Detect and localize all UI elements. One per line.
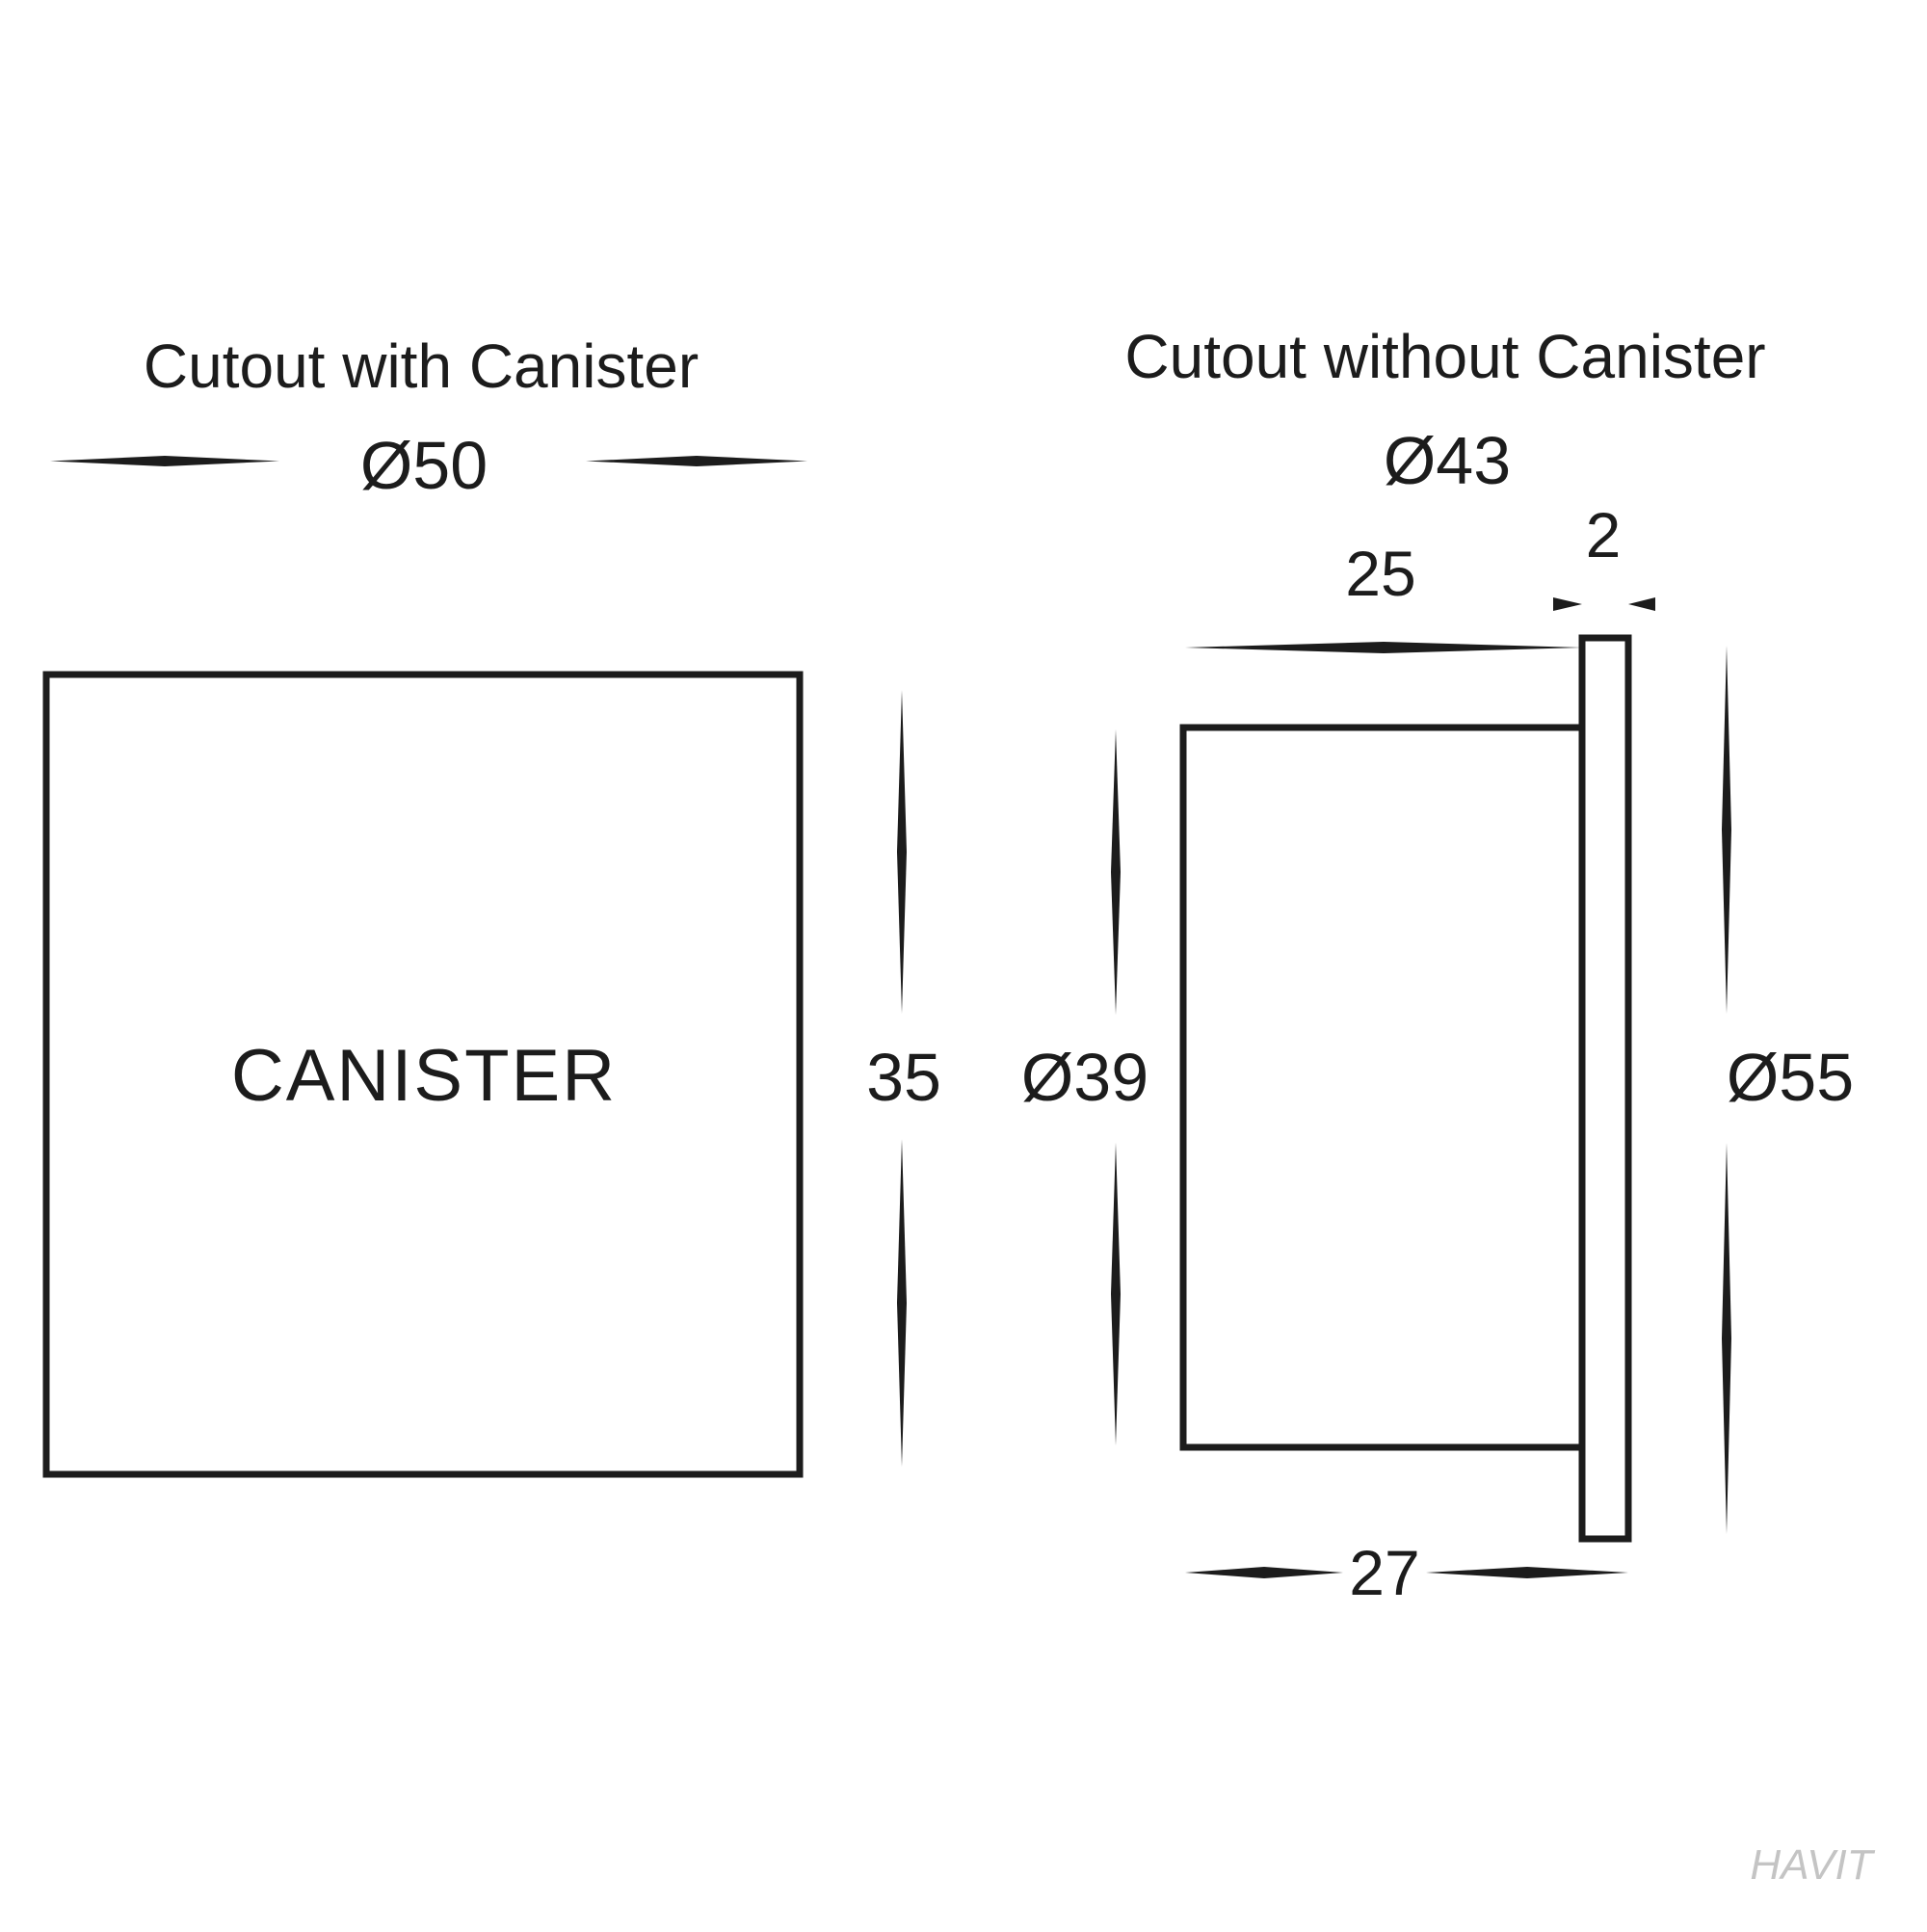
- left-cutout-dim-line-right: [586, 456, 807, 466]
- body-diameter-dim-line-top: [1111, 729, 1121, 1015]
- height-dim-line-bottom: [897, 1139, 907, 1467]
- right-cutout-dim-label: Ø43: [1384, 423, 1511, 498]
- canister-outline: [42, 671, 804, 1478]
- flange-thickness-arrow-right: [1628, 597, 1655, 611]
- right-view-title: Cutout without Canister: [1124, 322, 1765, 391]
- overall-depth-dim-line-right: [1426, 1567, 1628, 1578]
- depth-dim-label: 25: [1345, 538, 1415, 609]
- height-dim-line-top: [897, 690, 907, 1014]
- body-diameter-dim-line-bottom: [1111, 1143, 1121, 1445]
- canister-label: CANISTER: [231, 1035, 617, 1117]
- depth-dim-line: [1185, 642, 1582, 653]
- body-diameter-dim-label: Ø39: [1021, 1040, 1148, 1115]
- left-view-title: Cutout with Canister: [144, 331, 699, 401]
- overall-depth-dim-line-left: [1185, 1567, 1343, 1578]
- flange-diameter-dim-label: Ø55: [1727, 1040, 1854, 1115]
- right-view: Cutout without Canister Ø43 25 2 Ø39 Ø55: [1021, 322, 1854, 1608]
- left-cutout-dim-label: Ø50: [360, 428, 488, 503]
- brand-watermark: HAVIT: [1750, 1841, 1875, 1889]
- flange-diameter-dim-line-top: [1722, 646, 1731, 1014]
- flange-diameter-dim-line-bottom: [1722, 1143, 1731, 1534]
- height-dim-label: 35: [866, 1040, 941, 1115]
- flange-outline: [1578, 634, 1632, 1543]
- overall-depth-dim-label: 27: [1349, 1537, 1419, 1608]
- left-view: Cutout with Canister Ø50 CANISTER 35: [42, 331, 941, 1478]
- fixture-body-outline: [1179, 724, 1586, 1451]
- flange-thickness-arrow-left: [1553, 597, 1582, 611]
- left-cutout-dim-line-left: [50, 456, 279, 466]
- flange-thickness-dim-label: 2: [1586, 499, 1622, 570]
